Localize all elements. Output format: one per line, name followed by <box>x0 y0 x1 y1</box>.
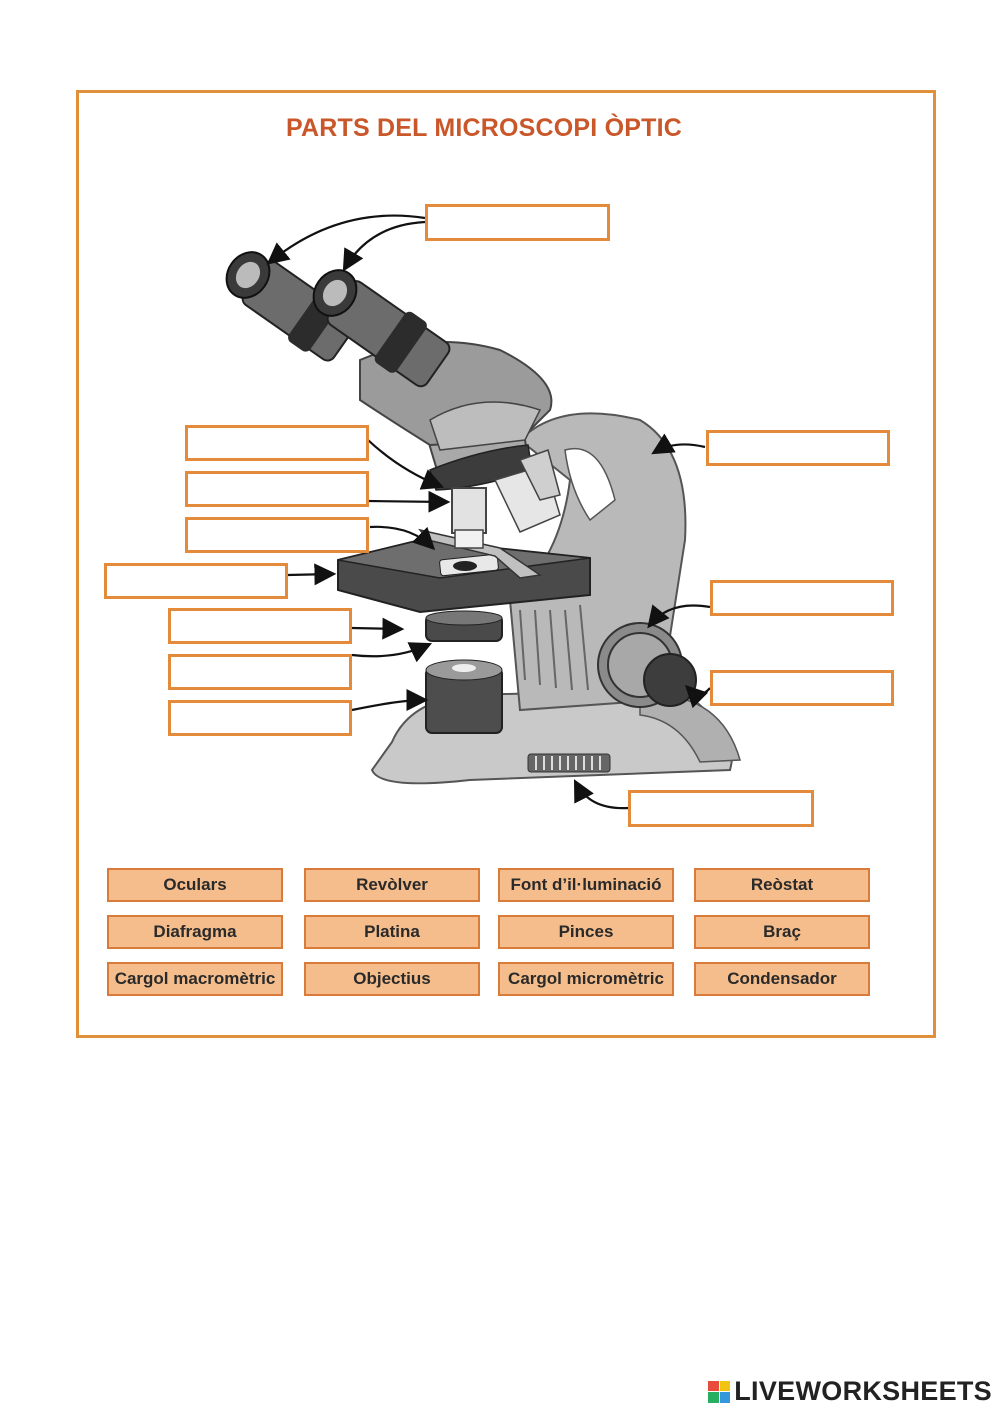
microscope-illustration <box>225 214 741 810</box>
word-clips[interactable]: Pinces <box>498 915 674 949</box>
word-objectives[interactable]: Objectius <box>304 962 480 996</box>
answer-box-clips[interactable] <box>185 517 369 553</box>
answer-box-condenser[interactable] <box>168 654 352 690</box>
brand-watermark: LIVEWORKSHEETS <box>708 1376 992 1407</box>
word-arm[interactable]: Braç <box>694 915 870 949</box>
word-light-source[interactable]: Font d’il·luminació <box>498 868 674 902</box>
answer-box-diaphragm[interactable] <box>168 608 352 644</box>
answer-box-nosepiece[interactable] <box>185 425 369 461</box>
answer-box-eyepieces[interactable] <box>425 204 610 241</box>
word-stage[interactable]: Platina <box>304 915 480 949</box>
word-diaphragm[interactable]: Diafragma <box>107 915 283 949</box>
answer-box-fine-knob[interactable] <box>710 670 894 706</box>
answer-box-stage[interactable] <box>104 563 288 599</box>
answer-box-coarse-knob[interactable] <box>710 580 894 616</box>
fine-knob <box>643 653 697 707</box>
word-rheostat[interactable]: Reòstat <box>694 868 870 902</box>
brand-text: LIVEWORKSHEETS <box>734 1376 992 1406</box>
word-condenser[interactable]: Condensador <box>694 962 870 996</box>
word-revolver[interactable]: Revòlver <box>304 868 480 902</box>
word-coarse-knob[interactable]: Cargol macromètric <box>107 962 283 996</box>
worksheet-frame <box>76 90 936 1038</box>
answer-box-rheostat[interactable] <box>628 790 814 827</box>
answer-box-objectives[interactable] <box>185 471 369 507</box>
page-title: PARTS DEL MICROSCOPI ÒPTIC <box>286 114 682 142</box>
word-fine-knob[interactable]: Cargol micromètric <box>498 962 674 996</box>
brand-logo-icon <box>708 1380 731 1403</box>
word-oculars[interactable]: Oculars <box>107 868 283 902</box>
answer-box-light-source[interactable] <box>168 700 352 736</box>
answer-box-arm[interactable] <box>706 430 890 466</box>
